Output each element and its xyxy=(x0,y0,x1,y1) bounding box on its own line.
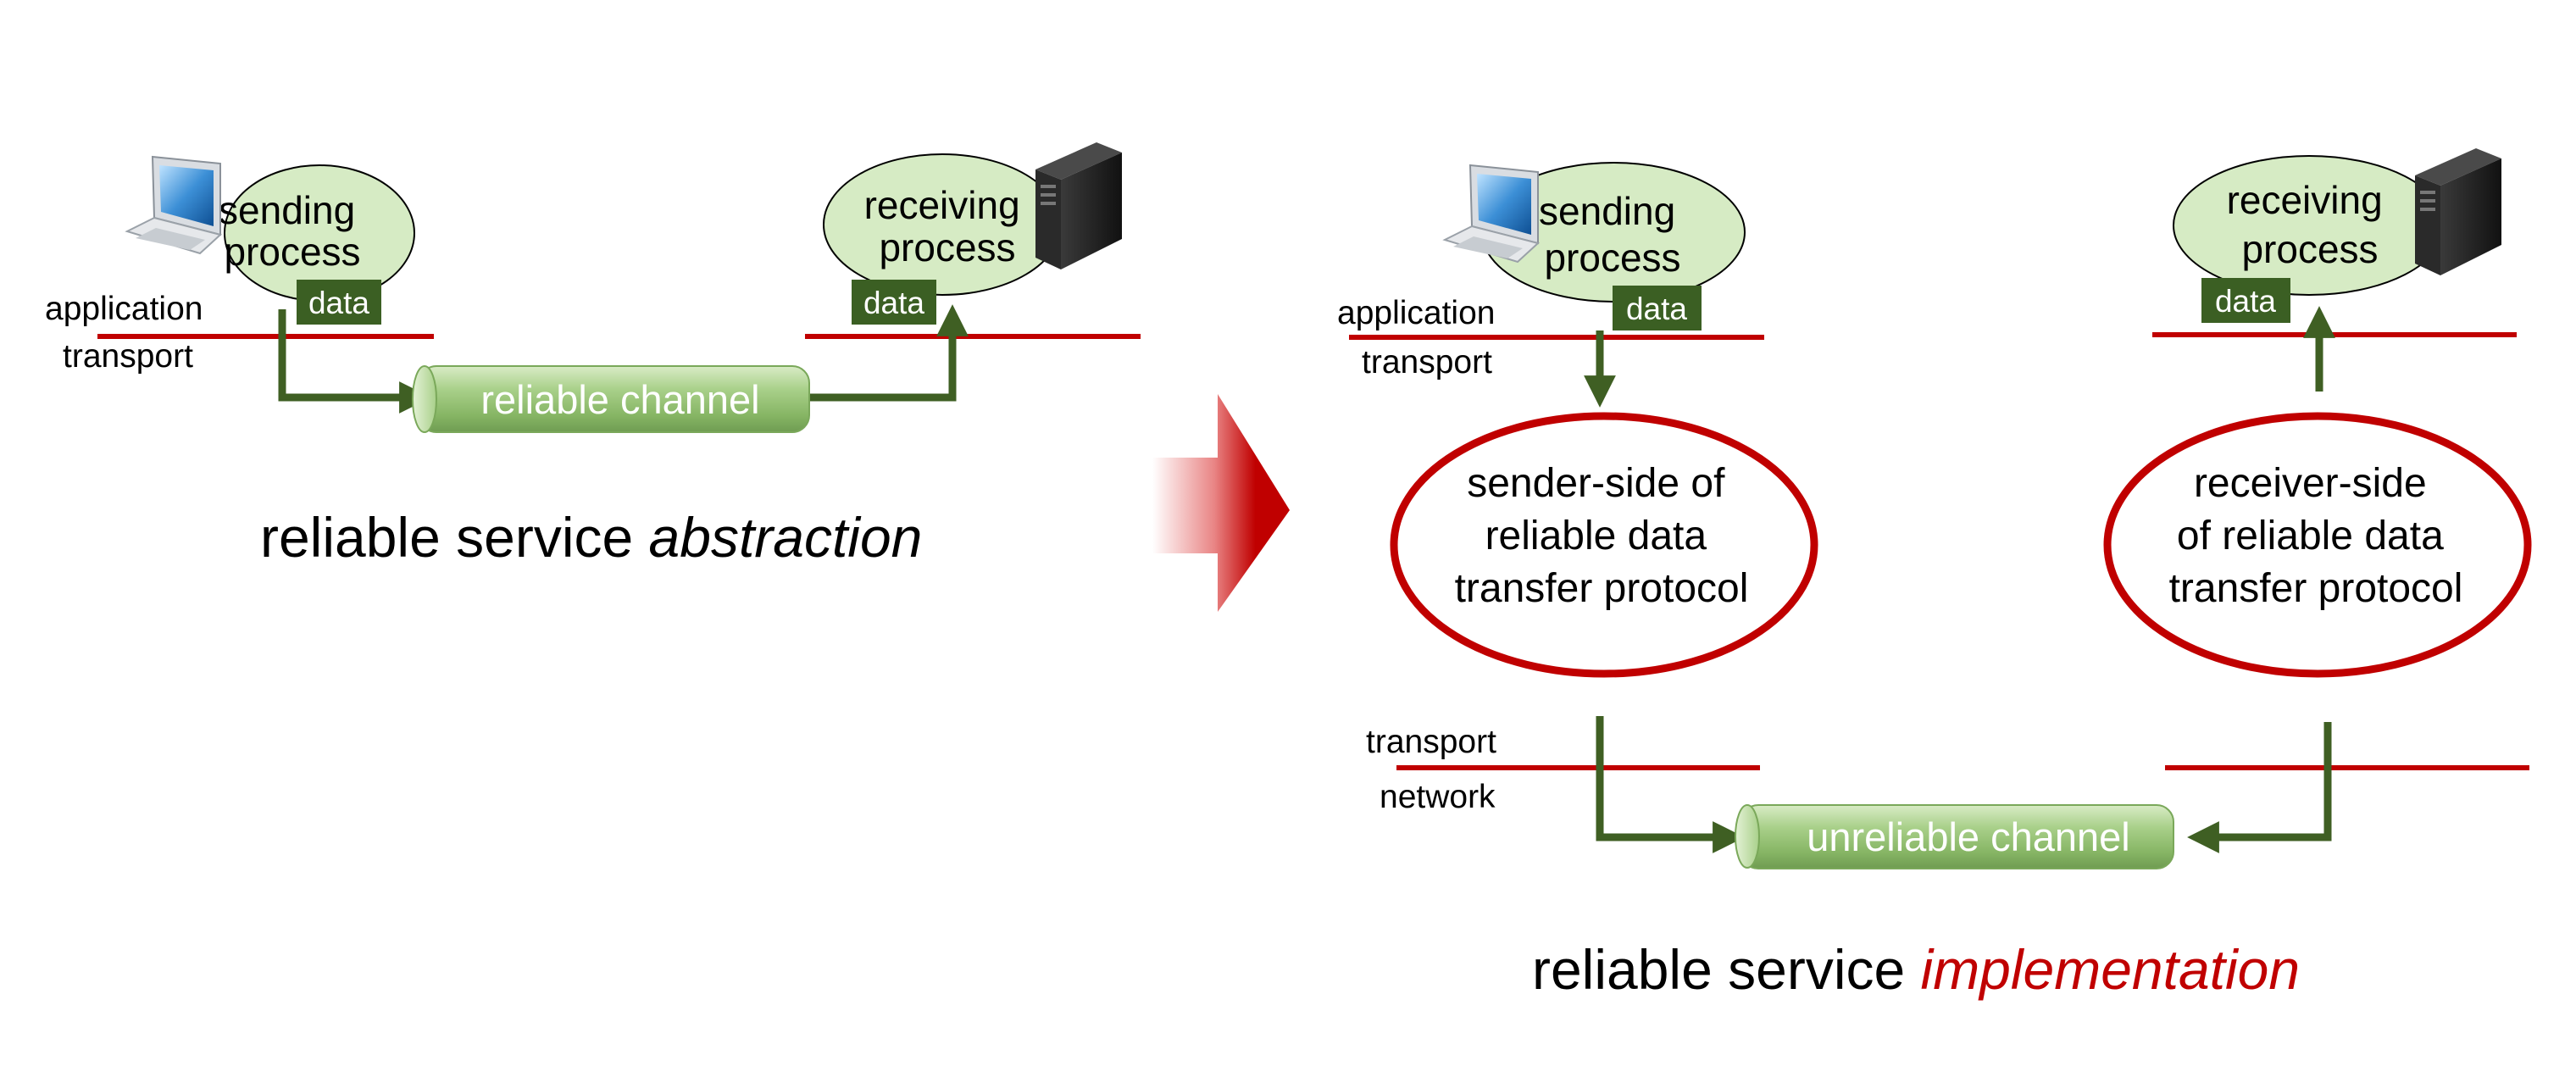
right-arrow-icon xyxy=(1152,394,1290,612)
impl-sending-process-label: sending process xyxy=(1539,189,1686,280)
impl-recv-data-tag xyxy=(2201,278,2290,323)
impl-layer-transport-top-label: transport xyxy=(1362,344,1492,380)
send-to-channel-arrow xyxy=(278,309,431,414)
server-tower-icon xyxy=(2415,148,2501,275)
unreliable-channel-label: unreliable channel xyxy=(1807,814,2130,859)
impl-send-data-tag xyxy=(1613,286,1702,330)
impl-recv-data-label: data xyxy=(2215,284,2276,319)
impl-receiving-process-ellipse xyxy=(2173,155,2446,296)
sender-to-channel-arrow xyxy=(1596,716,1745,853)
receiver-protocol-ellipse xyxy=(2103,412,2532,678)
layer-application-label: application xyxy=(45,291,203,327)
impl-layer-transport-bottom-label: transport xyxy=(1366,724,1496,760)
abstraction-panel: sending process data receiving process xyxy=(45,142,1141,569)
layer-transport-label: transport xyxy=(63,338,193,375)
impl-layer-application-label: application xyxy=(1337,295,1495,331)
recv-data-tag xyxy=(852,280,936,325)
reliable-channel-label: reliable channel xyxy=(480,377,759,422)
reliable-channel-pipe: reliable channel xyxy=(412,365,810,433)
send-data-label: data xyxy=(308,286,369,320)
receiving-process-label: receiving process xyxy=(864,183,1031,269)
abstraction-caption: reliable service abstraction xyxy=(260,506,922,569)
recv-data-label: data xyxy=(863,286,924,320)
impl-send-data-label: data xyxy=(1626,292,1687,326)
implementation-panel: sending process data receiving process xyxy=(1337,148,2532,1001)
sending-process-label: sending process xyxy=(219,188,366,274)
send-data-tag xyxy=(297,280,381,325)
receiver-protocol-label: receiver-side of reliable data transfer … xyxy=(2169,461,2463,611)
channel-to-receiver-arrow xyxy=(2187,722,2332,853)
laptop-icon xyxy=(125,155,223,255)
sender-protocol-ellipse xyxy=(1390,412,1818,678)
server-tower-icon xyxy=(1035,142,1122,269)
impl-layer-network-label: network xyxy=(1380,779,1496,815)
laptop-icon xyxy=(1442,164,1541,264)
impl-receiving-process-label: receiving process xyxy=(2227,178,2394,271)
channel-to-recv-arrow xyxy=(809,304,969,402)
sender-protocol-label: sender-side of reliable data transfer pr… xyxy=(1455,461,1749,611)
unreliable-channel-pipe: unreliable channel xyxy=(1735,804,2174,869)
implementation-caption: reliable service implementation xyxy=(1532,938,2300,1001)
